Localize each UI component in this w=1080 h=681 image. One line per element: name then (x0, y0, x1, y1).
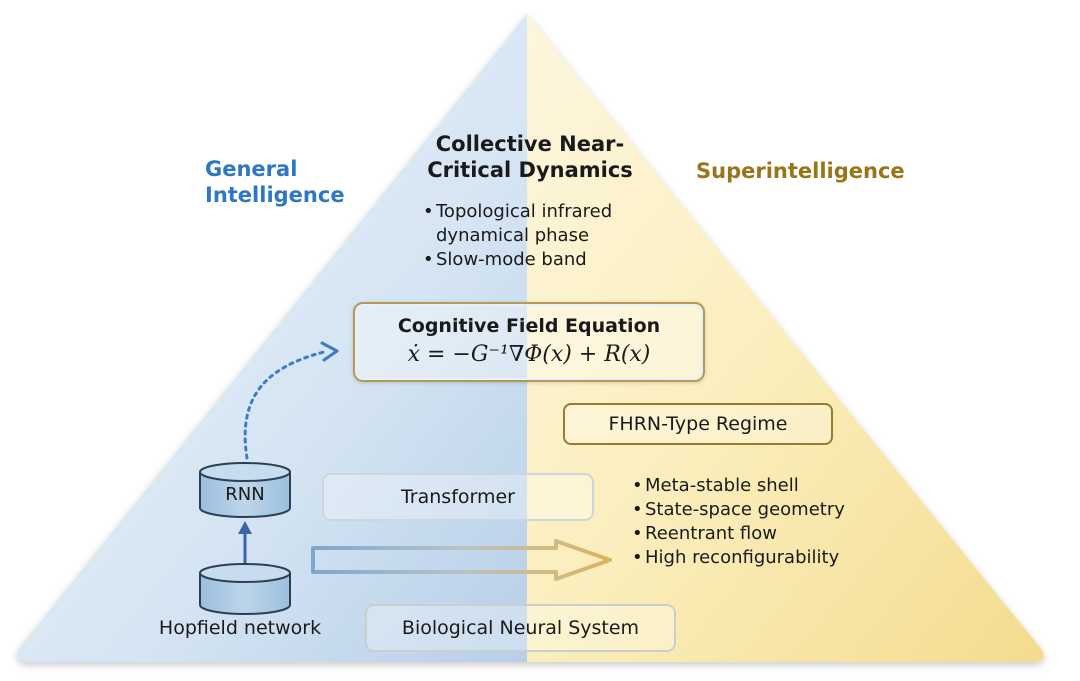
property-item: Meta-stable shell (632, 474, 892, 498)
biological-neural-system-box: Biological Neural System (365, 604, 676, 652)
dotted-curve-arrow (243, 350, 326, 460)
property-item: High reconfigurability (632, 546, 892, 570)
cognitive-field-equation-title: Cognitive Field Equation (397, 315, 661, 337)
fhrn-regime-box: FHRN-Type Regime (563, 403, 833, 445)
up-arrow-head (238, 521, 252, 534)
peak-bullet: Slow-mode band (423, 248, 663, 272)
hollow-right-arrow (311, 539, 612, 581)
peak-bullet: Topological infrared dynamical phase (423, 200, 663, 248)
dotted-arrow-head (320, 341, 339, 362)
hopfield-network-label: Hopfield network (158, 617, 322, 639)
hopfield-cylinder (199, 563, 291, 615)
rnn-cylinder (199, 462, 291, 518)
properties-list: Meta-stable shell State-space geometry R… (632, 474, 892, 570)
transformer-box: Transformer (322, 473, 594, 521)
property-item: State-space geometry (632, 498, 892, 522)
cognitive-field-equation: ẋ = −G⁻¹∇Φ(x) + R(x) (407, 342, 651, 367)
rnn-label: RNN (225, 484, 265, 505)
property-item: Reentrant flow (632, 522, 892, 546)
peak-title: Collective Near-Critical Dynamics (427, 132, 633, 182)
general-intelligence-label: General Intelligence (205, 157, 345, 207)
cognitive-field-equation-box: Cognitive Field Equation ẋ = −G⁻¹∇Φ(x) +… (353, 302, 705, 382)
peak-bullet-list: Topological infrared dynamical phase Slo… (423, 200, 663, 272)
superintelligence-label: Superintelligence (696, 159, 905, 183)
